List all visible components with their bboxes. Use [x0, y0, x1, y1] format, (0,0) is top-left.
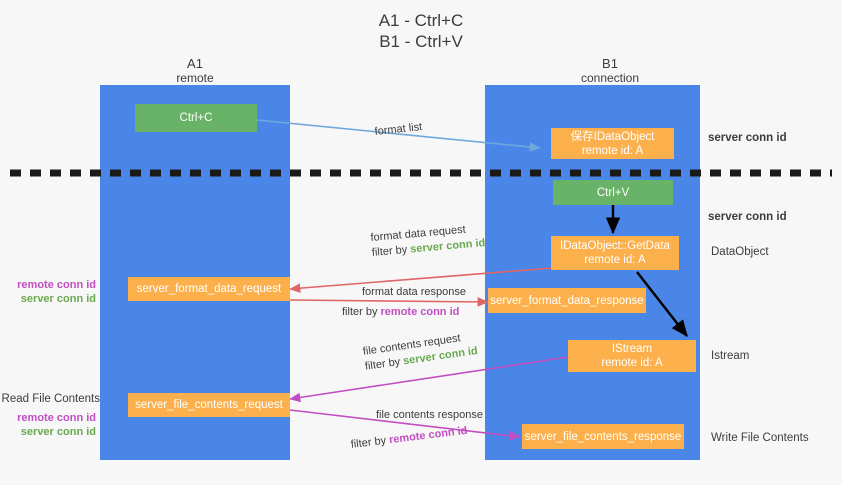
node-save-idataobject[interactable]: 保存IDataObject remote id: A: [551, 128, 674, 159]
node-server-format-data-request[interactable]: server_format_data_request: [128, 277, 290, 301]
left-label-server-conn-id-2: server conn id: [20, 426, 96, 438]
left-label-group-file: remote conn id server conn id: [0, 411, 96, 439]
node-ctrl-c-label: Ctrl+C: [179, 112, 213, 124]
node-ctrl-v[interactable]: Ctrl+V: [553, 180, 673, 205]
column-header-b1: B1 connection: [535, 56, 685, 86]
column-b1-name: B1: [602, 56, 618, 71]
edge-label-format-list: format list: [374, 121, 423, 138]
column-header-a1: A1 remote: [120, 56, 270, 86]
left-label-read-file-contents: Read File Contents: [1, 393, 100, 405]
node-ctrl-c[interactable]: Ctrl+C: [135, 104, 257, 132]
edge-label-file-contents-response: file contents response: [376, 408, 483, 423]
title-line-1: A1 - Ctrl+C: [378, 11, 464, 30]
node-server-format-data-response-label: server_format_data_response: [490, 294, 644, 307]
column-b1-sub: connection: [580, 71, 640, 85]
node-idataobject-getdata[interactable]: IDataObject::GetData remote id: A: [551, 236, 679, 270]
left-label-remote-conn-id-2: remote conn id: [17, 412, 96, 424]
column-a1-name: A1: [187, 56, 203, 71]
column-a1-sub: remote: [176, 71, 214, 85]
page-title: A1 - Ctrl+C B1 - Ctrl+V: [0, 10, 842, 52]
right-label-server-conn-id-2: server conn id: [708, 211, 787, 223]
node-server-file-contents-response[interactable]: server_file_contents_response: [522, 424, 684, 449]
node-ctrl-v-label: Ctrl+V: [596, 186, 630, 199]
node-istream-line2: remote id: A: [601, 357, 663, 369]
right-label-dataobject: DataObject: [711, 246, 769, 258]
node-server-format-data-response[interactable]: server_format_data_response: [488, 288, 646, 313]
node-getdata-line2: remote id: A: [584, 254, 646, 266]
edge-label-format-data-response: format data response filter by remote co…: [342, 285, 466, 320]
node-server-file-contents-request[interactable]: server_file_contents_request: [128, 393, 290, 417]
right-label-istream: Istream: [711, 350, 750, 362]
format-data-response-text: format data response: [362, 286, 466, 298]
left-label-server-conn-id-1: server conn id: [20, 293, 96, 305]
format-data-response-filter: filter by remote conn id: [342, 306, 460, 318]
left-label-group-format: remote conn id server conn id: [0, 278, 96, 306]
node-server-format-data-request-label: server_format_data_request: [136, 283, 282, 295]
edge-label-file-contents-request: file contents request filter by server c…: [362, 329, 479, 375]
title-line-2: B1 - Ctrl+V: [379, 32, 463, 51]
edge-label-format-data-request: format data request filter by server con…: [370, 221, 486, 261]
right-label-write-file-contents: Write File Contents: [711, 432, 809, 444]
right-label-server-conn-id-1: server conn id: [708, 132, 787, 144]
node-getdata-line1: IDataObject::GetData: [560, 240, 670, 252]
node-server-file-contents-response-label: server_file_contents_response: [524, 430, 682, 443]
file-contents-response-text: file contents response: [376, 409, 484, 421]
node-save-idataobject-line2: remote id: A: [581, 144, 644, 157]
node-server-file-contents-request-label: server_file_contents_request: [135, 399, 283, 411]
node-istream-line1: IStream: [611, 343, 653, 355]
node-save-idataobject-line1: 保存IDataObject: [570, 130, 655, 143]
node-istream[interactable]: IStream remote id: A: [568, 340, 696, 372]
left-label-remote-conn-id-1: remote conn id: [17, 279, 96, 291]
edge-label-file-contents-response-filter: filter by remote conn id: [350, 424, 469, 451]
